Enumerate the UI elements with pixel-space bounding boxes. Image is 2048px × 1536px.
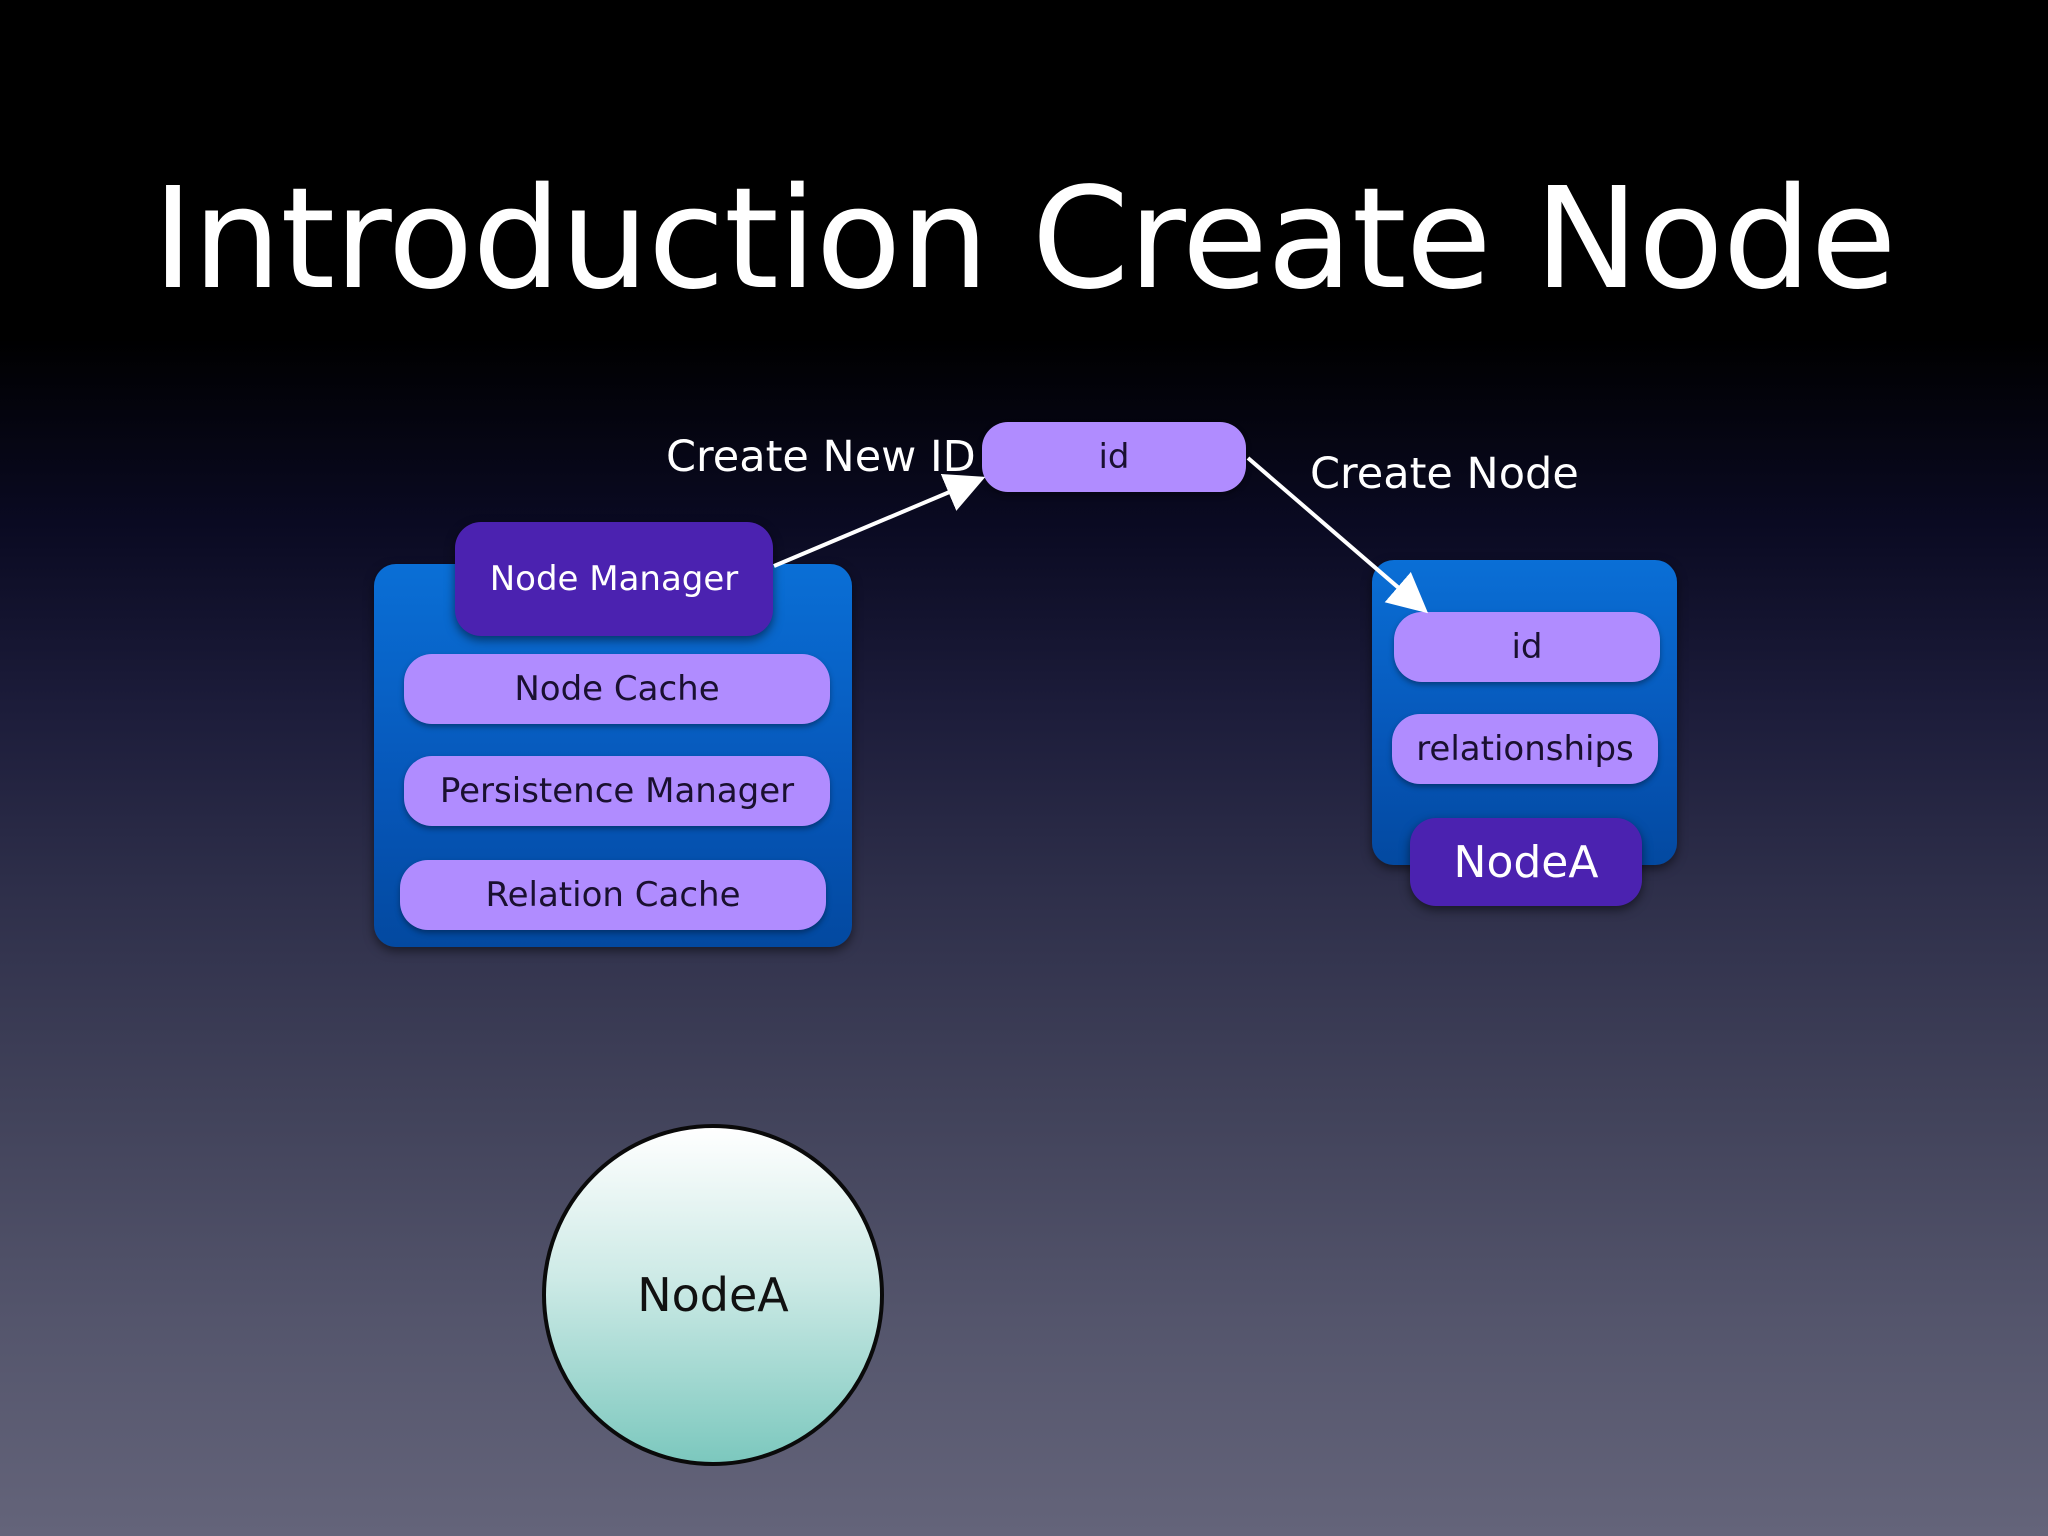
node-a-circle-label: NodeA	[637, 1268, 789, 1322]
node-manager-header: Node Manager	[455, 522, 773, 636]
node-object-footer: NodeA	[1410, 818, 1642, 906]
slide-title: Introduction Create Node	[152, 158, 1896, 321]
relation-cache-item: Relation Cache	[400, 860, 826, 930]
node-a-circle: NodeA	[542, 1124, 884, 1466]
node-id-item: id	[1394, 612, 1660, 682]
create-new-id-arrow	[773, 474, 986, 568]
node-cache-item: Node Cache	[404, 654, 830, 724]
id-token: id	[982, 422, 1246, 492]
create-new-id-label: Create New ID	[666, 432, 976, 482]
create-node-label: Create Node	[1310, 449, 1579, 499]
persistence-manager-item: Persistence Manager	[404, 756, 830, 826]
node-relationships-item: relationships	[1392, 714, 1658, 784]
